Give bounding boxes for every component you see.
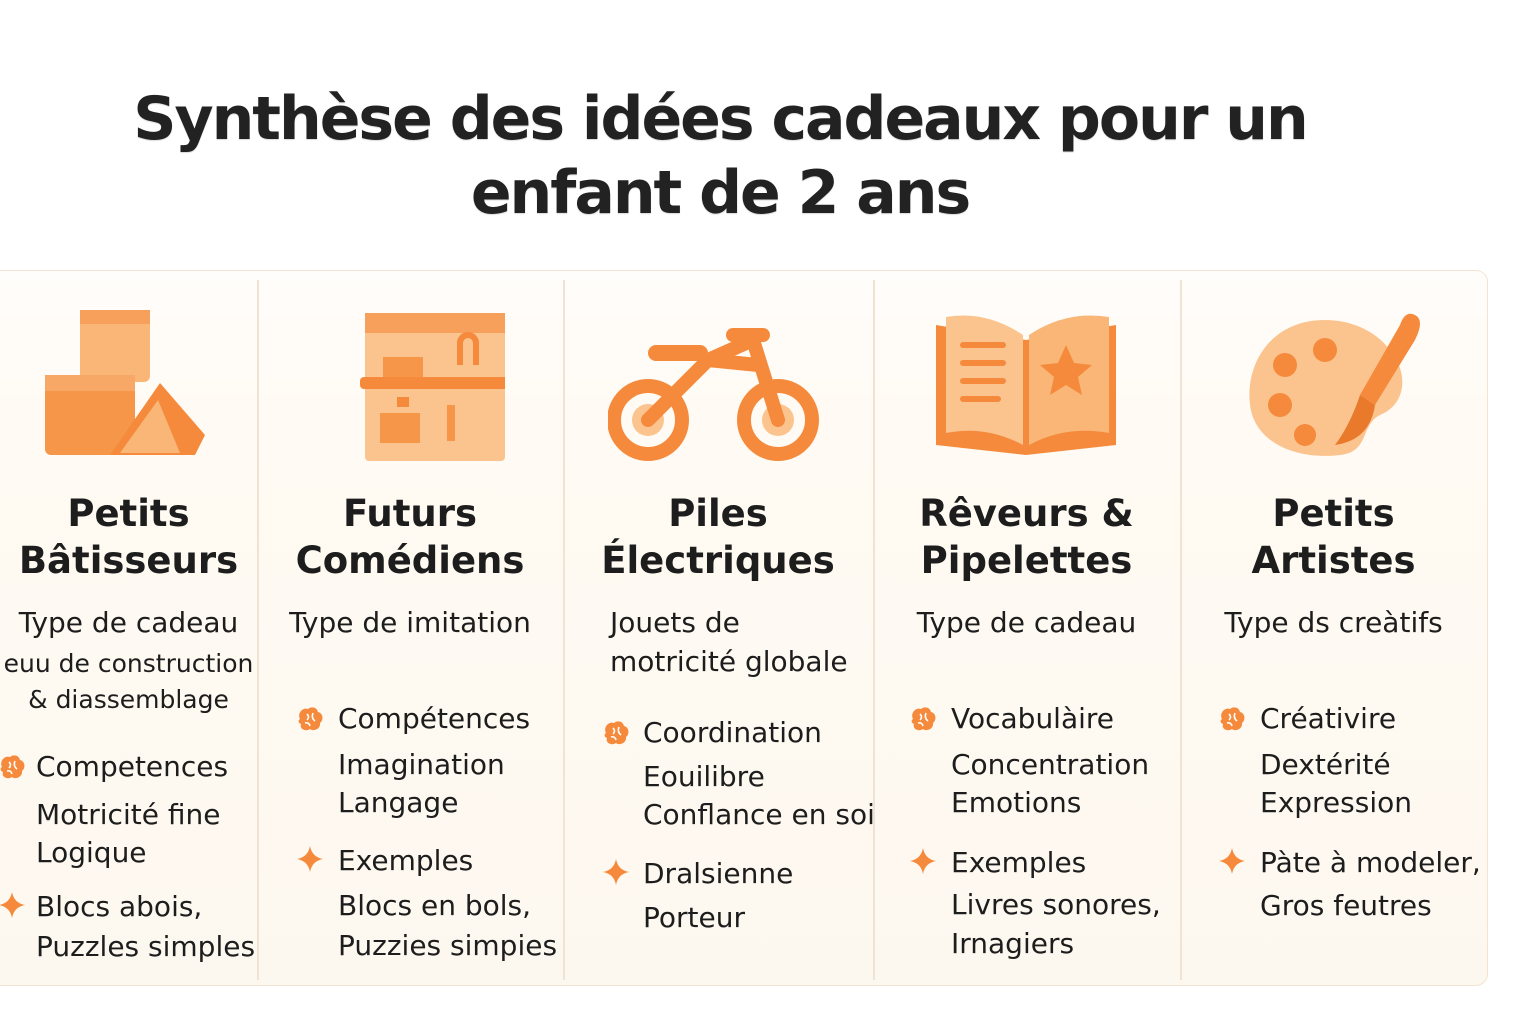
competence-item: Dextérité [1260,748,1391,781]
paint-palette-icon [1240,305,1430,465]
open-book-icon [931,305,1121,465]
sparkle-icon [1217,846,1247,876]
example-item: Puzzies simpies [338,929,558,962]
category-subtitle: euu de construction [3,649,254,678]
brain-icon [0,752,27,782]
title-line: enfant de 2 ans [470,158,971,228]
competence-heading: Competences [36,750,229,783]
example-item: Livres sonores, [951,888,1161,921]
example-item: Gros feutres [1260,889,1432,922]
play-kitchen-icon [335,305,512,465]
competence-item: Langage [338,786,459,819]
category-title-line: Artistes [1251,539,1416,582]
category-subtitle: Type ds creàtifs [1224,606,1443,639]
competence-heading: Vocabulàire [951,702,1115,735]
sparkle-icon [601,857,631,887]
category-subtitle: & diassemblage [28,685,229,714]
sparkle-icon [908,846,938,876]
example-item: Blocs en bols, [338,889,532,922]
category-subtitle: Type de imitation [289,606,531,639]
brain-icon [295,704,325,734]
example-item: Exemples [338,844,474,877]
column-divider [1180,280,1182,980]
competence-heading: Compétences [338,702,531,735]
brain-icon [601,718,631,748]
category-title-line: Pipelettes [920,539,1133,582]
category-title-line: Comédiens [295,539,525,582]
category-title-line: Petits [1272,492,1395,535]
summary-card [0,270,1488,986]
competence-item: Eouilibre [643,760,765,793]
example-item: Dralsienne [643,857,794,890]
competence-item: Concentration [951,748,1150,781]
column-divider [873,280,875,980]
competence-item: Emotions [951,786,1082,819]
example-item: Puzzles simples [36,930,256,963]
competence-heading: Coordination [643,716,822,749]
competence-item: Imagination [338,748,505,781]
category-title-line: Petits [67,492,190,535]
brain-icon [1217,704,1247,734]
title-line: Synthèse des idées cadeaux pour un [133,84,1308,154]
category-subtitle: Type de cadeau [916,606,1137,639]
category-title-line: Bâtisseurs [18,539,239,582]
example-item: Exemples [951,846,1087,879]
category-subtitle: Type de cadeau [18,606,239,639]
category-title-line: Électriques [601,539,835,582]
category-title-line: Piles [668,492,768,535]
column-divider [563,280,565,980]
brain-icon [908,704,938,734]
competence-item: Conflance en soi [643,798,875,831]
balance-bike-icon [607,305,828,465]
sparkle-icon [295,844,325,874]
column-divider [257,280,259,980]
example-item: Blocs abois, [36,890,203,923]
competence-item: Expression [1260,786,1412,819]
category-subtitle: Jouets de [610,606,740,639]
building-blocks-icon [40,305,210,465]
example-item: Porteur [643,901,745,934]
category-title-line: Rêveurs & [919,492,1134,535]
competence-item: Motricité fine [36,798,221,831]
category-title-line: Futurs [342,492,478,535]
category-subtitle: motricité globale [610,645,848,678]
competence-item: Logique [36,836,147,869]
category-title: Rêveurs &Pipelettes [877,490,1177,584]
sparkle-icon [0,890,27,920]
example-item: Pàte à modeler, [1260,846,1481,879]
example-item: Irnagiers [951,927,1075,960]
competence-heading: Créativire [1260,702,1397,735]
page-title: Synthèse des idées cadeaux pour un enfan… [0,82,1440,230]
